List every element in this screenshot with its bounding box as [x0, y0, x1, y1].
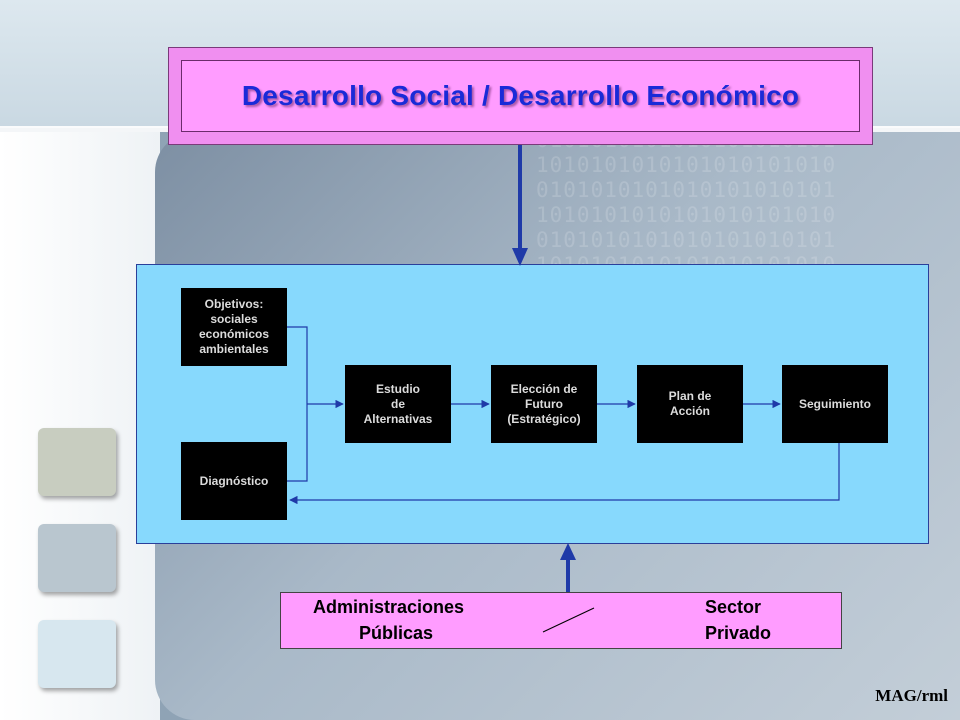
- decorative-square-3: [38, 620, 116, 688]
- label-publicas: Públicas: [359, 623, 434, 643]
- title-panel: Desarrollo Social / Desarrollo Económico: [181, 60, 860, 132]
- diagram-title: Desarrollo Social / Desarrollo Económico: [241, 80, 800, 111]
- author-signature: MAG/rml: [875, 686, 948, 705]
- box-estudio: Estudio de Alternativas: [345, 365, 451, 443]
- connector-objetivos: [287, 326, 308, 404]
- bottom-actors-box: Administraciones Públicas Sector Privado: [280, 592, 842, 649]
- label-privado: Privado: [705, 623, 772, 643]
- feedback-loop: [289, 443, 840, 505]
- box-seguimiento: Seguimiento: [782, 365, 888, 443]
- label-sector: Sector: [705, 597, 762, 617]
- decorative-square-1: [38, 428, 116, 496]
- box-eleccion: Elección de Futuro (Estratégico): [491, 365, 597, 443]
- connector-diagnostico: [287, 404, 308, 482]
- box-plan: Plan de Acción: [637, 365, 743, 443]
- arrowhead-down: [512, 248, 528, 266]
- arrowhead-up: [560, 543, 576, 560]
- box-diagnostico: Diagnóstico: [181, 442, 287, 520]
- divider-slash: [542, 607, 595, 633]
- decorative-square-2: [38, 524, 116, 592]
- label-administraciones: Administraciones: [313, 597, 465, 617]
- title-frame: Desarrollo Social / Desarrollo Económico: [168, 47, 873, 145]
- box-objetivos: Objetivos: sociales económicos ambiental…: [181, 288, 287, 366]
